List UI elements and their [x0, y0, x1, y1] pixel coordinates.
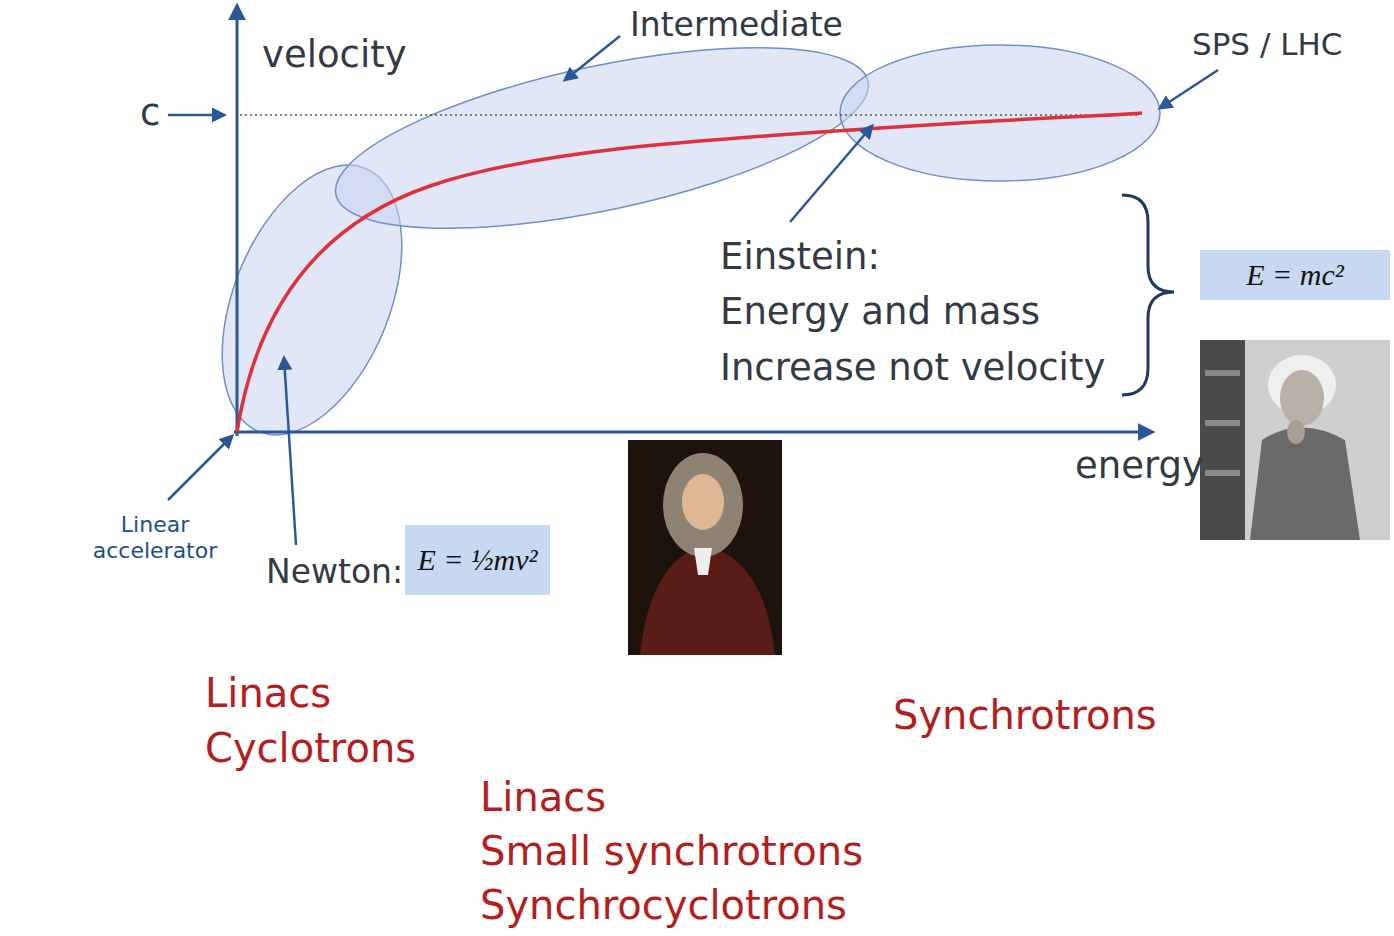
cravat — [694, 548, 712, 575]
einstein-pointer — [790, 126, 872, 222]
bookshelf — [1200, 340, 1245, 540]
shelf — [1205, 370, 1240, 376]
shelf — [1205, 470, 1240, 476]
formula-box: E = mc² — [1200, 250, 1390, 300]
formula-text: E = mc² — [1246, 257, 1344, 293]
accelerator-type: Small synchrotrons — [480, 827, 863, 875]
photo-ground — [1200, 340, 1390, 540]
accelerator-type: Linacs — [205, 669, 331, 717]
region-label: SPS / LHC — [1192, 26, 1342, 63]
axis-label: velocity — [262, 33, 407, 77]
linac-pointer — [168, 436, 232, 500]
shelf — [1205, 420, 1240, 426]
einstein-portrait — [1200, 340, 1390, 540]
axis-label: c — [140, 91, 160, 135]
note-text: Increase not velocity — [720, 346, 1105, 390]
note-text: Einstein: — [720, 235, 880, 279]
formula-box: E = ½mv² — [405, 525, 550, 595]
robe — [640, 545, 775, 655]
accelerator-type: Cyclotrons — [205, 724, 416, 772]
speed-of-light-line — [240, 114, 1140, 116]
newton-pointer — [284, 358, 296, 545]
hand — [1287, 420, 1305, 444]
face — [682, 474, 724, 530]
newton-portrait — [628, 440, 782, 655]
sweater — [1250, 428, 1360, 541]
accelerator-type: Linacs — [480, 773, 606, 821]
velocity-curve — [237, 113, 1142, 432]
sps-lhc-pointer — [1160, 70, 1218, 108]
velocity-axis — [236, 6, 239, 436]
region-label: Intermediate — [630, 5, 843, 45]
portrait-ground — [628, 440, 782, 655]
note-text: Energy and mass — [720, 290, 1040, 334]
accelerator-type: Synchrotrons — [893, 691, 1157, 739]
axis-label: energy — [1075, 444, 1204, 488]
c-pointer — [168, 114, 224, 117]
energy-axis — [234, 431, 1152, 434]
face — [1280, 370, 1324, 426]
formula-text: E = ½mv² — [417, 542, 537, 578]
accelerator-type: Synchrocyclotrons — [480, 881, 847, 929]
brace — [1122, 195, 1174, 395]
intermediate-pointer — [565, 36, 620, 80]
note-text: Newton: — [266, 552, 403, 592]
wig — [663, 453, 743, 557]
region-label: Linear accelerator — [85, 512, 225, 565]
sps-lhc-region — [840, 45, 1160, 181]
